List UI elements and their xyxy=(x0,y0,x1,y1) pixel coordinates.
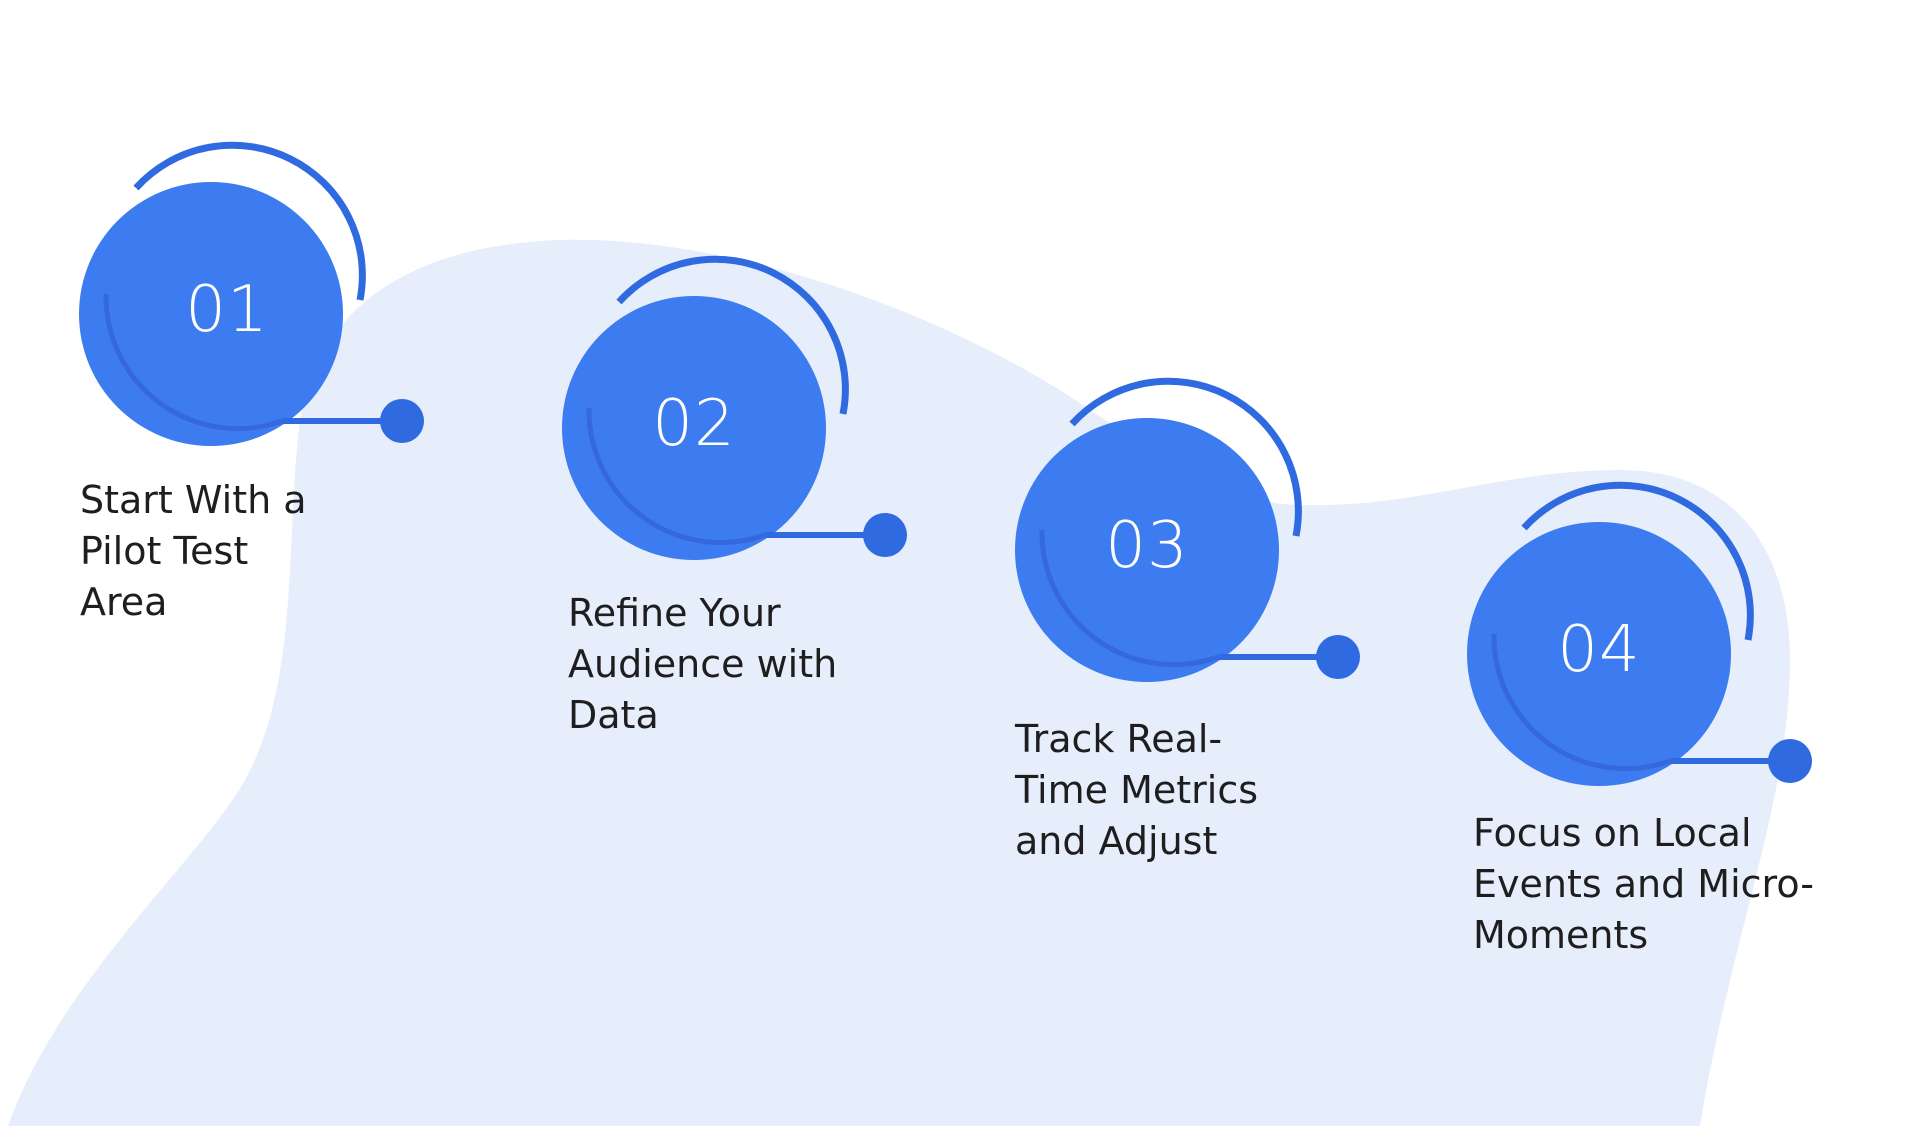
background-blob-shape xyxy=(8,239,1790,1126)
